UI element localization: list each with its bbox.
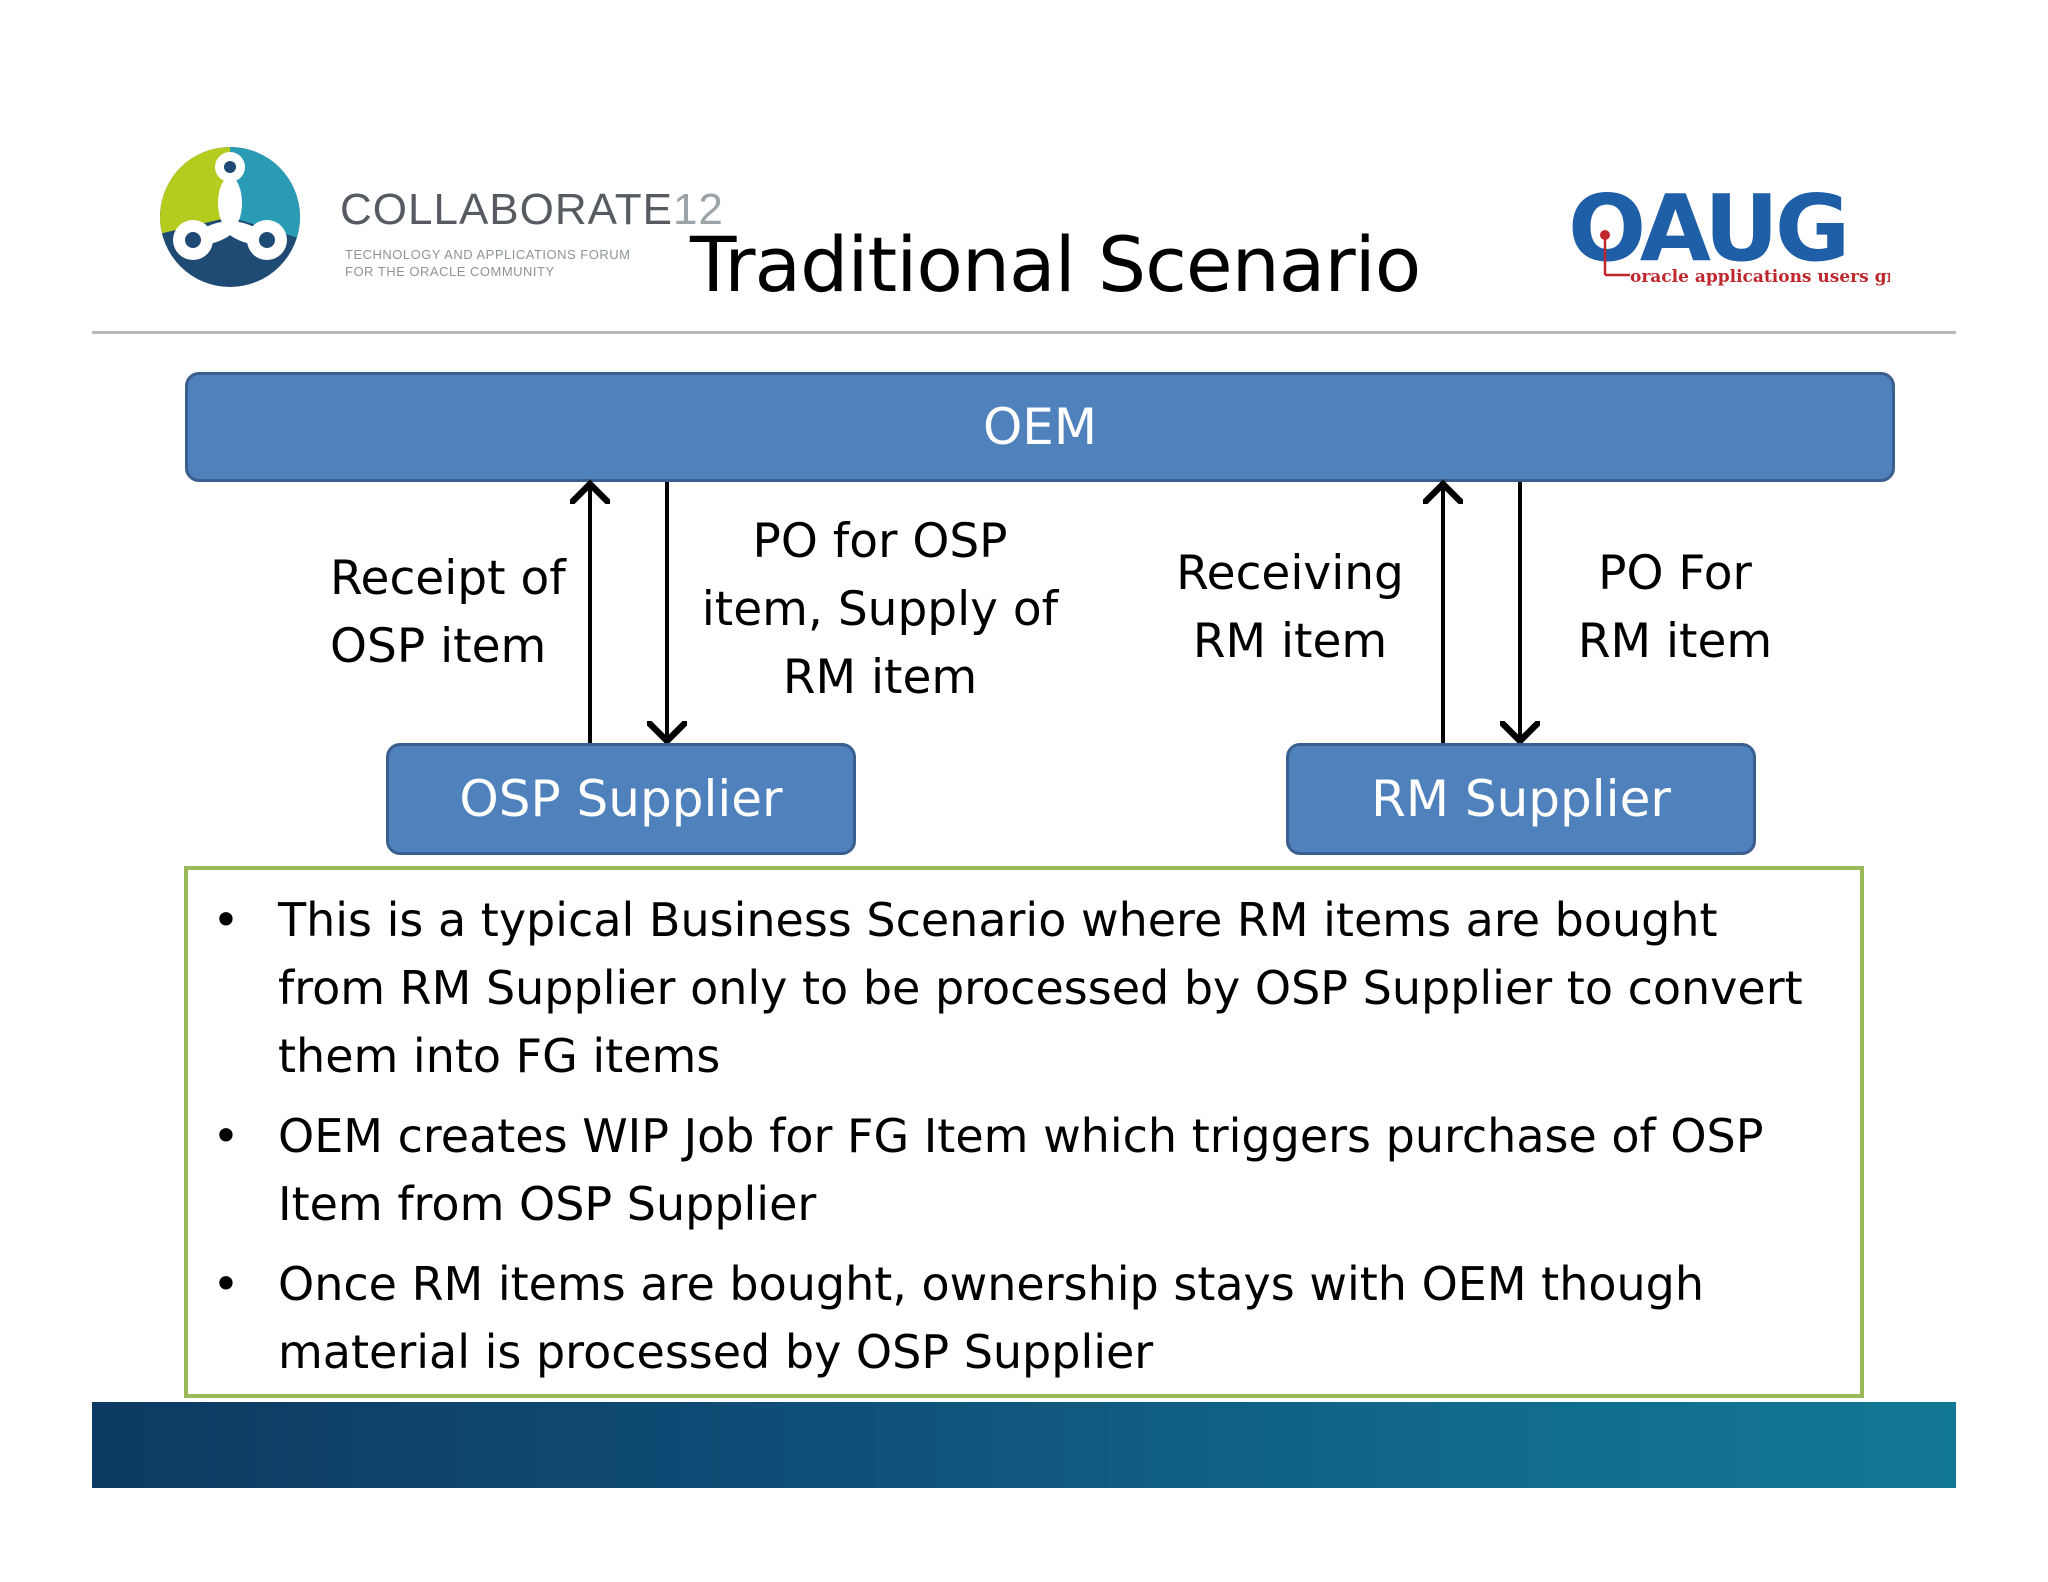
bullet-item: • OEM creates WIP Job for FG Item which … bbox=[188, 1102, 1830, 1238]
collaborate-tagline-line-1: TECHNOLOGY AND APPLICATIONS FORUM bbox=[345, 247, 631, 262]
label-receiving-rm-item: Receiving RM item bbox=[1176, 546, 1404, 669]
bullet-marker: • bbox=[212, 1257, 240, 1311]
osp-supplier-box: OSP Supplier bbox=[386, 743, 856, 855]
collaborate-tagline-line-2: FOR THE ORACLE COMMUNITY bbox=[345, 264, 555, 279]
footer-band bbox=[92, 1402, 1956, 1488]
label-receipt-osp-item: Receipt of OSP item bbox=[330, 551, 566, 674]
header-divider bbox=[92, 331, 1956, 334]
rm-supplier-box: RM Supplier bbox=[1286, 743, 1756, 855]
collaborate-wordmark: COLLABORATE12 bbox=[340, 185, 724, 235]
collaborate-logo bbox=[155, 145, 305, 290]
bullet-item: • This is a typical Business Scenario wh… bbox=[188, 886, 1830, 1090]
bullet-list: • This is a typical Business Scenario wh… bbox=[188, 870, 1860, 1386]
oaug-logo: OAUG oracle applications users group bbox=[1560, 175, 1931, 300]
collaborate-number: 12 bbox=[672, 185, 724, 234]
bullet-text: OEM creates WIP Job for FG Item which tr… bbox=[278, 1109, 1764, 1231]
oem-box: OEM bbox=[185, 372, 1895, 482]
rm-supplier-label: RM Supplier bbox=[1371, 770, 1671, 828]
bullet-box: • This is a typical Business Scenario wh… bbox=[184, 866, 1864, 1398]
collaborate-tagline: TECHNOLOGY AND APPLICATIONS FORUM FOR TH… bbox=[345, 246, 630, 280]
collaborate-word: COLLABORATE bbox=[340, 185, 673, 234]
bullet-text: This is a typical Business Scenario wher… bbox=[278, 893, 1803, 1083]
oaug-wordmark: OAUG bbox=[1568, 180, 1846, 282]
bullet-marker: • bbox=[212, 1109, 240, 1163]
oem-label: OEM bbox=[982, 398, 1098, 456]
label-po-osp-item: PO for OSP item, Supply of RM item bbox=[701, 514, 1059, 705]
osp-supplier-label: OSP Supplier bbox=[459, 770, 783, 828]
oaug-tagline: oracle applications users group bbox=[1630, 267, 1890, 287]
bullet-item: • Once RM items are bought, ownership st… bbox=[188, 1250, 1830, 1386]
bullet-marker: • bbox=[212, 893, 240, 947]
bullet-text: Once RM items are bought, ownership stay… bbox=[278, 1257, 1704, 1379]
label-po-rm-item: PO For RM item bbox=[1577, 546, 1773, 669]
slide-title: Traditional Scenario bbox=[690, 220, 1421, 309]
